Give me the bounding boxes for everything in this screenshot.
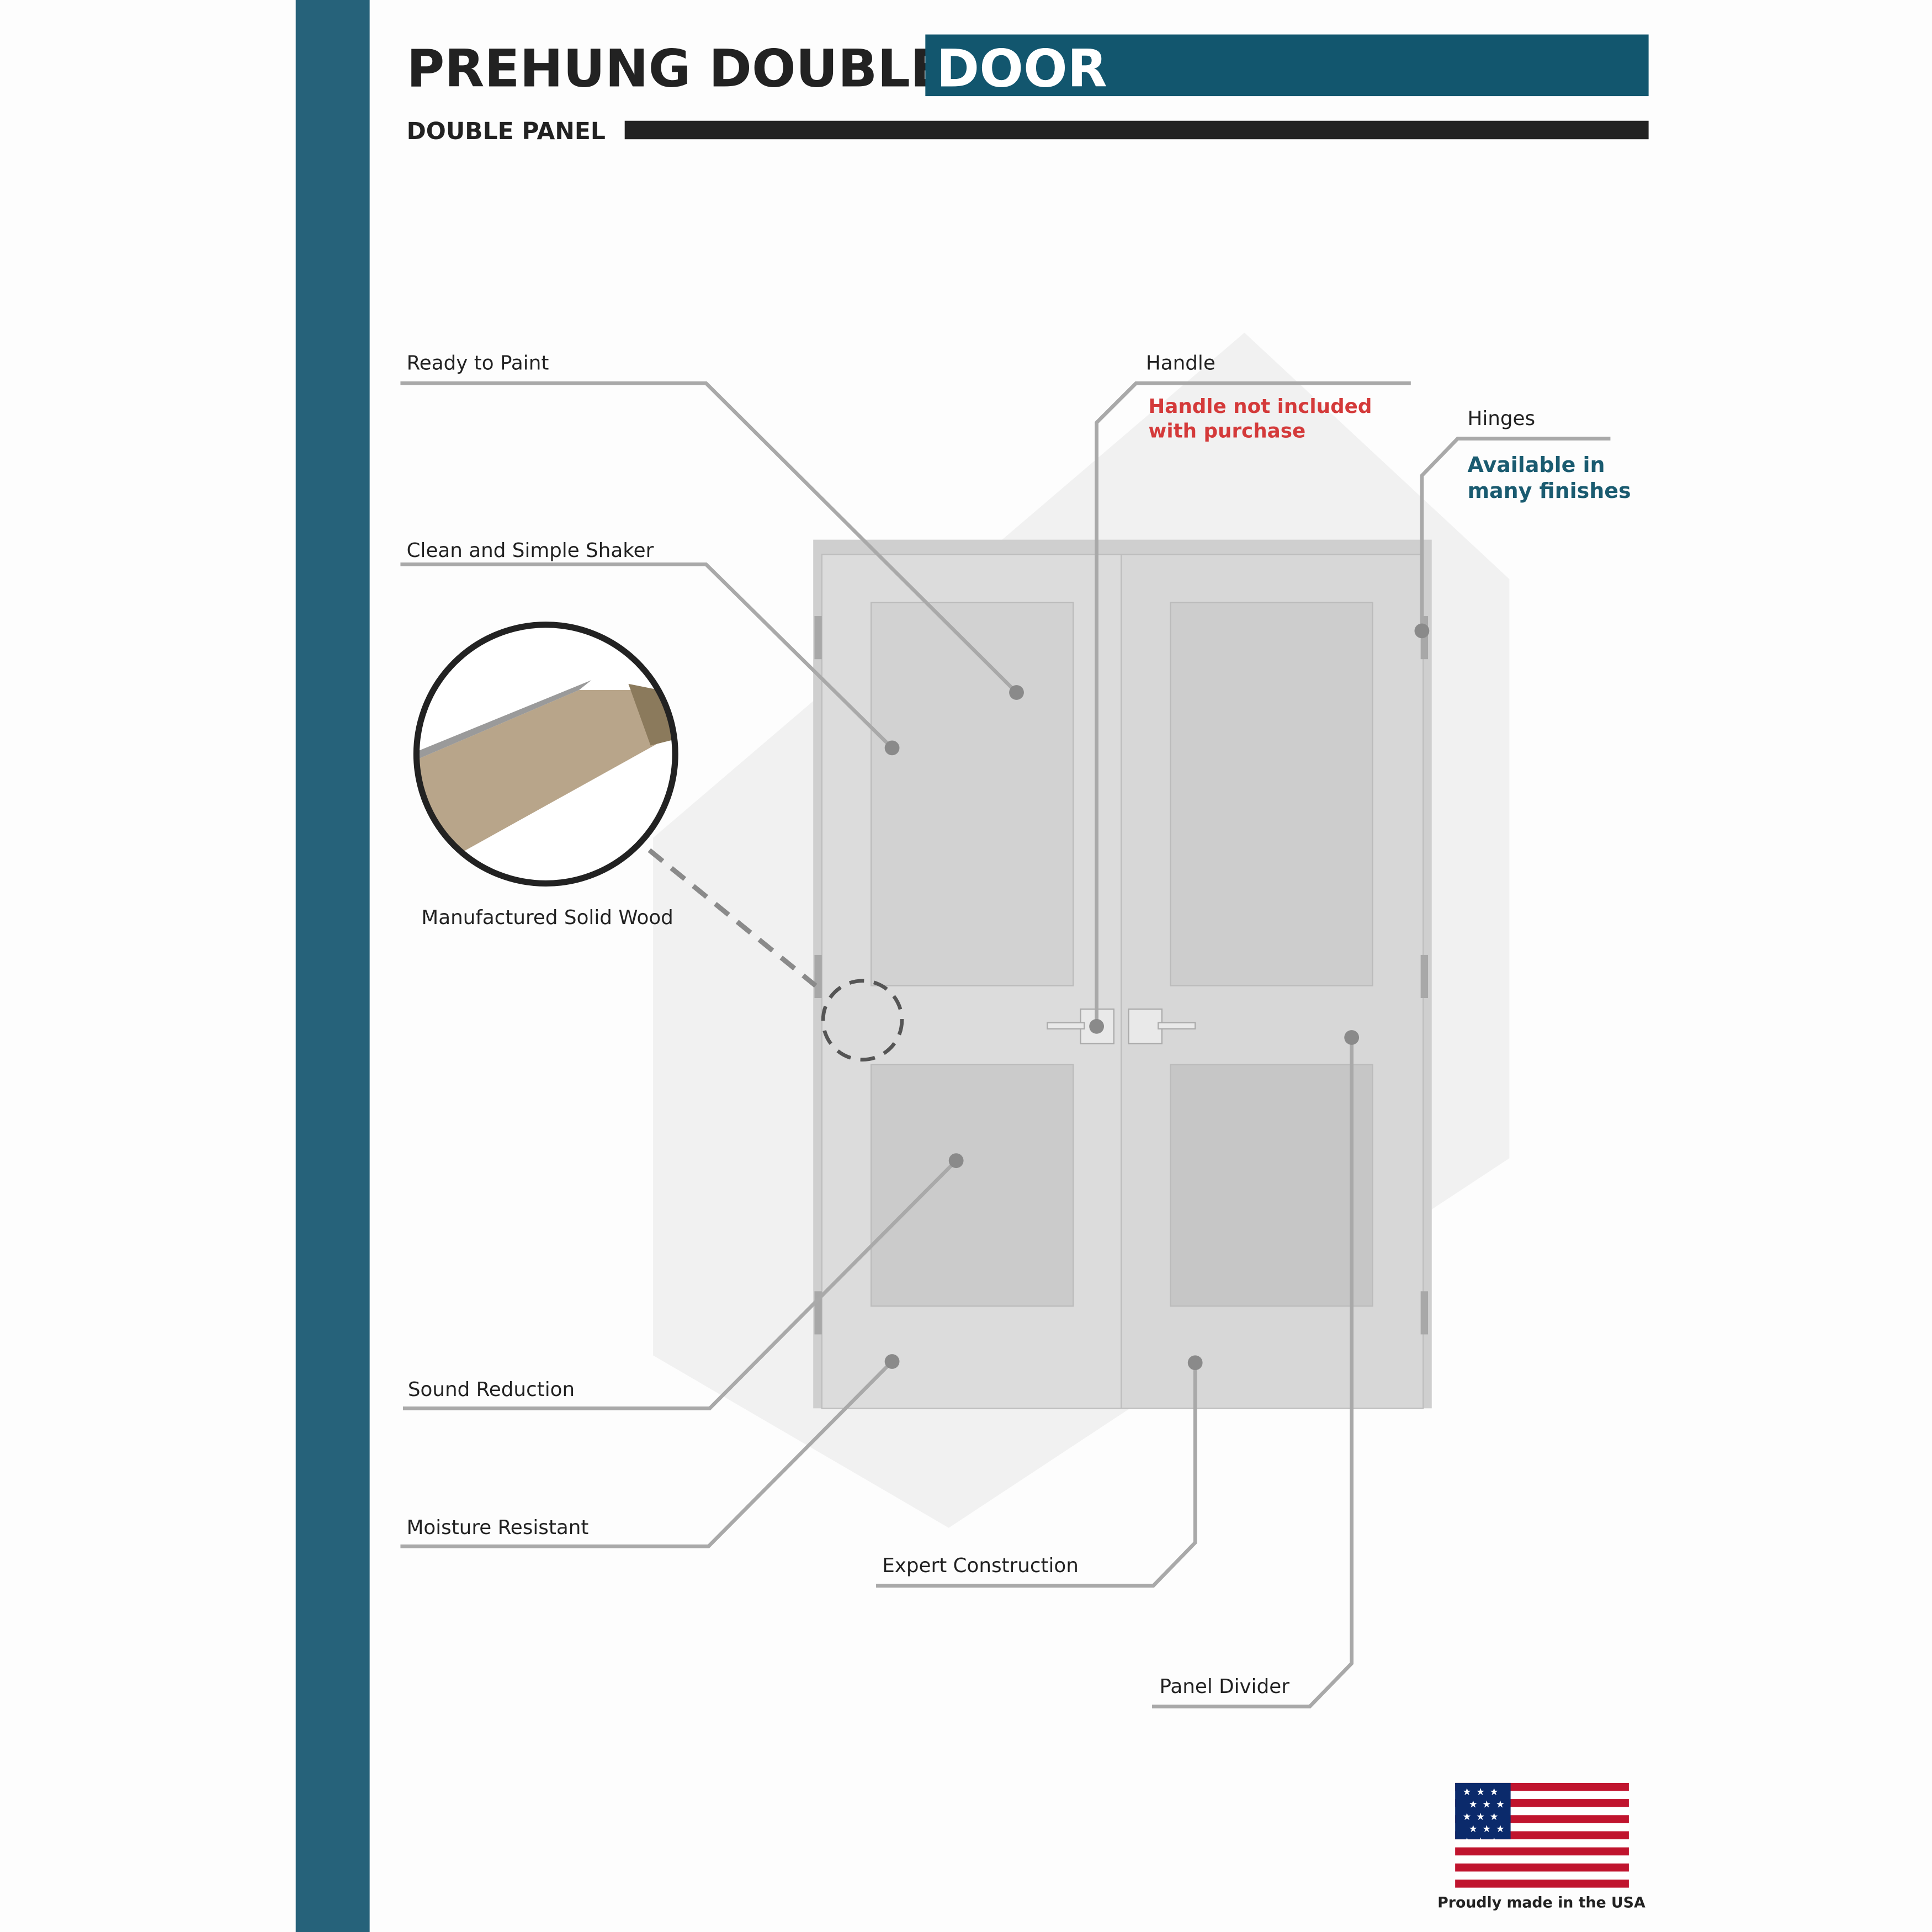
callout-handle: Handle Handle not included with purchase [1089, 352, 1411, 1034]
svg-text:★: ★ [1469, 1799, 1478, 1811]
svg-text:Expert Construction: Expert Construction [882, 1554, 1079, 1577]
svg-text:★: ★ [1496, 1799, 1505, 1811]
svg-text:Handle not included: Handle not included [1148, 395, 1372, 418]
inset-dashed-line [647, 848, 818, 988]
svg-text:Sound Reduction: Sound Reduction [408, 1378, 575, 1401]
svg-text:Hinges: Hinges [1467, 407, 1535, 430]
made-in-usa: Proudly made in the USA [1437, 1894, 1646, 1911]
title-highlight: DOOR [936, 39, 1107, 99]
svg-text:★: ★ [1482, 1799, 1491, 1811]
callout-hinges: Hinges Available in many finishes [1414, 407, 1631, 639]
callout-ready-to-paint: Ready to Paint [400, 352, 1024, 700]
usa-flag-icon: ★★★★★★★★★★★★★★★ [1455, 1782, 1629, 1888]
wood-cross-section [413, 622, 678, 887]
svg-text:★: ★ [1476, 1811, 1485, 1823]
callout-construction: Expert Construction [876, 1355, 1203, 1588]
svg-text:with purchase: with purchase [1148, 420, 1305, 442]
svg-text:★: ★ [1463, 1836, 1472, 1848]
svg-text:★: ★ [1463, 1786, 1472, 1798]
callout-divider: Panel Divider [1152, 1030, 1360, 1708]
svg-text:Available in: Available in [1467, 453, 1605, 477]
title-dark: PREHUNG DOUBLE [407, 39, 946, 99]
svg-text:★: ★ [1496, 1823, 1505, 1835]
inset-dashed-circle [821, 979, 904, 1061]
svg-text:Ready to Paint: Ready to Paint [407, 352, 549, 375]
svg-text:Moisture Resistant: Moisture Resistant [407, 1516, 589, 1539]
svg-text:★: ★ [1490, 1836, 1499, 1848]
svg-text:★: ★ [1469, 1823, 1478, 1835]
svg-text:★: ★ [1463, 1811, 1472, 1823]
svg-text:★: ★ [1476, 1836, 1485, 1848]
svg-text:many finishes: many finishes [1467, 479, 1631, 503]
svg-text:★: ★ [1490, 1786, 1499, 1798]
title-highlight-box [925, 34, 1649, 97]
svg-text:★: ★ [1476, 1786, 1485, 1798]
svg-text:Clean and Simple Shaker: Clean and Simple Shaker [407, 539, 654, 562]
callout-sound: Sound Reduction [402, 1153, 964, 1410]
subtitle: DOUBLE PANEL [407, 118, 606, 145]
callout-shaker: Clean and Simple Shaker [400, 539, 900, 756]
callout-moisture: Moisture Resistant [400, 1354, 900, 1548]
door-image [813, 539, 1432, 1409]
side-bar [295, 0, 370, 1932]
svg-text:★: ★ [1482, 1823, 1491, 1835]
svg-text:★: ★ [1490, 1811, 1499, 1823]
label-solid-wood: Manufactured Solid Wood [421, 906, 673, 929]
svg-text:Handle: Handle [1146, 352, 1216, 375]
svg-text:Panel Divider: Panel Divider [1159, 1675, 1289, 1698]
subtitle-bar [624, 120, 1649, 140]
